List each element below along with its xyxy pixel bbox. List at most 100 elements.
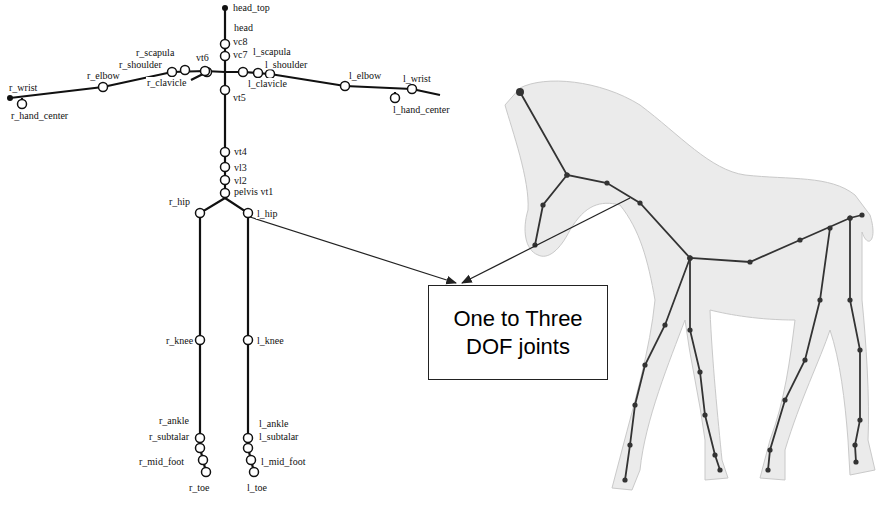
joint-label: r_ankle: [158, 415, 190, 426]
joint-dot: [853, 459, 858, 464]
joint-dot: [847, 215, 852, 220]
joint-circle: [196, 434, 205, 443]
bone-line: [768, 228, 830, 470]
joint-dot: [516, 88, 524, 96]
joint-label: l_knee: [256, 335, 285, 346]
joint-dot: [859, 212, 864, 217]
joint-label: l_scapula: [252, 46, 292, 57]
bone-line: [225, 198, 254, 472]
bone-line: [535, 175, 567, 245]
joint-dot: [604, 180, 609, 185]
joint-dot: [632, 402, 637, 407]
joint-dot: [702, 412, 707, 417]
joint-dot: [857, 347, 862, 352]
joint-dot: [662, 322, 667, 327]
joint-circle: [221, 52, 230, 61]
joint-circle: [181, 66, 190, 75]
joint-label: r_subtalar: [148, 431, 190, 442]
joint-circle: [168, 68, 177, 77]
end-dot: [7, 95, 13, 101]
joint-label: l_hip: [256, 208, 279, 219]
joint-label: l_elbow: [348, 70, 382, 81]
joint-circle: [196, 336, 205, 345]
joint-dot: [540, 202, 545, 207]
joint-dot: [627, 442, 632, 447]
joint-dot: [687, 255, 692, 260]
joint-circle: [221, 148, 230, 157]
joint-dot: [857, 417, 862, 422]
joint-circle: [221, 40, 230, 49]
joint-label: l_ankle: [258, 418, 289, 429]
joint-dot: [802, 357, 807, 362]
joint-circle: [196, 209, 205, 218]
joint-label: head: [233, 22, 254, 33]
joint-circle: [244, 444, 253, 453]
joint-circle: [221, 176, 230, 185]
leader-arrow: [462, 198, 630, 283]
joint-label: l_clavicle: [247, 78, 288, 89]
joint-label: pelvis vt1: [233, 186, 274, 197]
joint-dot: [765, 467, 770, 472]
joint-label: r_wrist: [8, 82, 38, 93]
joint-dot: [564, 172, 569, 177]
joint-label: r_toe: [188, 482, 211, 493]
joint-label: head_top: [232, 2, 271, 13]
joint-dot: [687, 255, 692, 260]
joint-dot: [767, 447, 772, 452]
joint-dot: [697, 369, 702, 374]
bone-line: [850, 218, 860, 462]
joint-circle: [254, 69, 263, 78]
joint-circle: [341, 82, 350, 91]
joint-label: l_toe: [246, 482, 268, 493]
joint-circle: [18, 100, 27, 109]
joint-label: vt6: [195, 52, 210, 63]
joint-circle: [201, 67, 210, 76]
joint-circle: [250, 468, 259, 477]
joint-dot: [797, 237, 802, 242]
joint-label: l_hand_center: [392, 104, 451, 115]
joint-dot: [827, 225, 832, 230]
end-dot: [222, 5, 228, 11]
joint-label: l_wrist: [402, 73, 432, 84]
joint-circle: [408, 85, 417, 94]
joint-circle: [221, 86, 230, 95]
joint-label: l_shoulder: [264, 59, 308, 70]
joint-circle: [247, 456, 256, 465]
joint-circle: [99, 83, 108, 92]
joint-dot: [817, 297, 822, 302]
bone-line: [191, 74, 203, 80]
joint-dot: [712, 452, 717, 457]
joint-circle: [244, 434, 253, 443]
joint-dot: [717, 467, 722, 472]
joint-dot: [687, 327, 692, 332]
joint-dot: [637, 200, 642, 205]
joint-dot: [852, 442, 857, 447]
joint-dot: [782, 397, 787, 402]
bone-line: [10, 71, 440, 98]
joint-label: r_shoulder: [118, 59, 163, 70]
leader-arrow: [250, 217, 456, 283]
joint-label: vt5: [232, 92, 247, 103]
joint-dot: [847, 215, 852, 220]
joint-circle: [391, 94, 400, 103]
joint-label: r_clavicle: [146, 77, 187, 88]
bone-line: [200, 198, 225, 472]
joint-dot: [622, 477, 627, 482]
bone-line: [625, 258, 690, 480]
joint-label: r_mid_foot: [138, 456, 185, 467]
joint-circle: [221, 163, 230, 172]
joint-label: vc7: [232, 49, 248, 60]
human-skeleton: [7, 5, 440, 477]
bone-line: [690, 258, 720, 470]
joint-circle: [239, 68, 248, 77]
joint-circle: [196, 444, 205, 453]
joint-dot: [687, 255, 692, 260]
joint-dot: [747, 259, 752, 264]
joint-label: r_knee: [165, 335, 194, 346]
joint-circle: [244, 209, 253, 218]
joint-label: r_hip: [168, 196, 191, 207]
